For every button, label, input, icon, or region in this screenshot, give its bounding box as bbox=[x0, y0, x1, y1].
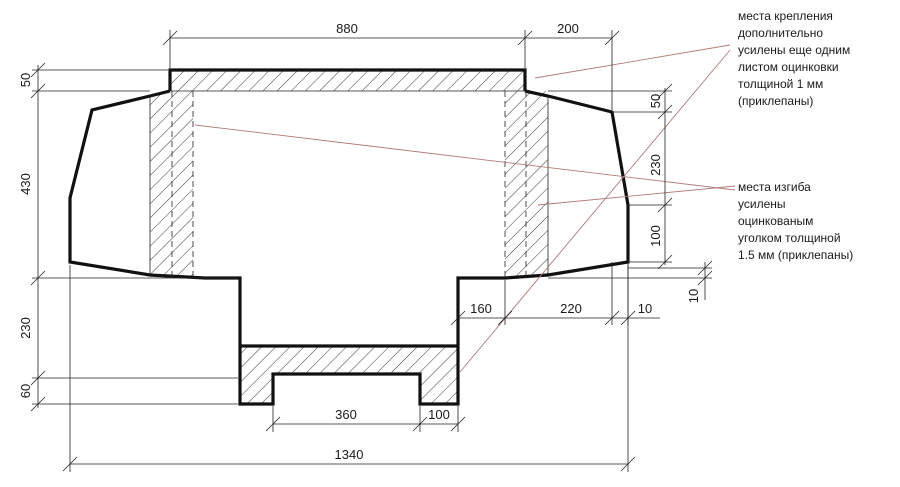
note-bend-line-2: усилены bbox=[738, 197, 786, 211]
dim-430-left: 430 bbox=[18, 173, 33, 195]
note-bend-line-5: 1.5 мм (приклепаны) bbox=[738, 248, 853, 262]
note-bend: места изгиба усилены оцинкованым уголком… bbox=[738, 180, 853, 262]
dim-60-left: 60 bbox=[18, 384, 33, 398]
top-plate-outline bbox=[168, 68, 527, 91]
left-strip-hatch bbox=[150, 91, 193, 278]
leader-bend-2 bbox=[537, 185, 736, 206]
dim-360: 360 bbox=[335, 407, 357, 422]
note-mount-line-1: места крепления bbox=[738, 9, 833, 23]
note-mount-line-4: листом оцинковки bbox=[738, 60, 839, 74]
dim-100-bottom: 100 bbox=[428, 407, 450, 422]
dim-230-left: 230 bbox=[18, 317, 33, 339]
dim-50-left: 50 bbox=[18, 73, 33, 87]
dimension-labels: 880 200 50 430 230 60 50 230 100 10 160 … bbox=[18, 21, 701, 462]
dim-220: 220 bbox=[560, 301, 582, 316]
note-mount-line-2: дополнительно bbox=[738, 26, 823, 40]
dim-230-right: 230 bbox=[648, 154, 663, 176]
top-plate-hatch bbox=[170, 70, 525, 91]
dim-1340: 1340 bbox=[335, 447, 364, 462]
dim-200-top: 200 bbox=[557, 21, 579, 36]
dim-100-right: 100 bbox=[648, 225, 663, 247]
leader-mount-2 bbox=[459, 49, 731, 373]
note-bend-line-3: оцинкованым bbox=[738, 214, 813, 228]
left-side-outline bbox=[68, 89, 630, 406]
dimension-lines bbox=[30, 30, 713, 472]
right-strip-hatch bbox=[505, 91, 548, 278]
note-mount: места крепления дополнительно усилены ещ… bbox=[738, 9, 850, 108]
dim-880: 880 bbox=[336, 21, 358, 36]
note-mount-line-6: (приклепаны) bbox=[738, 94, 813, 108]
leader-bend-1 bbox=[194, 124, 736, 191]
leader-mount-1 bbox=[534, 44, 731, 79]
note-bend-line-1: места изгиба bbox=[738, 180, 811, 194]
note-mount-line-5: толщиной 1 мм bbox=[738, 77, 823, 91]
dim-10-horizontal: 10 bbox=[638, 301, 652, 316]
note-mount-line-3: усилены еще одним bbox=[738, 43, 850, 57]
main-outline bbox=[68, 68, 630, 406]
dim-50-right: 50 bbox=[648, 94, 663, 108]
dim-10-vertical: 10 bbox=[686, 289, 701, 303]
note-bend-line-4: уголком толщиной bbox=[738, 231, 841, 245]
dim-160: 160 bbox=[470, 301, 492, 316]
hatched-areas bbox=[150, 70, 548, 404]
bottom-plate-hatch bbox=[240, 346, 458, 404]
